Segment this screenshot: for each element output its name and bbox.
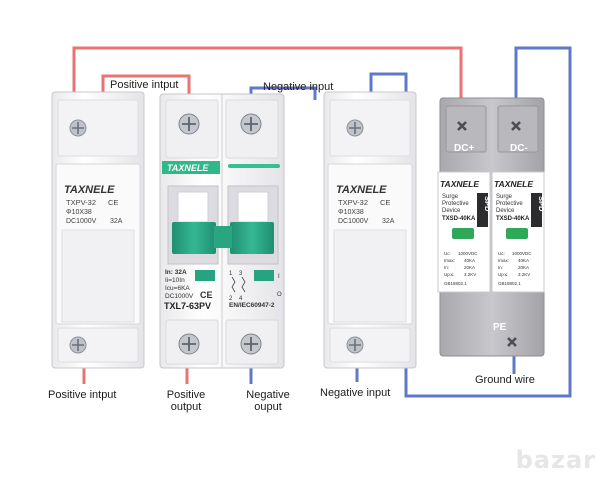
svg-text:Up:≤: Up:≤: [498, 272, 508, 277]
breaker-schematic: 1 3 2 4 I O: [229, 271, 282, 302]
surge-protective-device: DC+ DC- TAXNELE SPD Surge Protective Dev…: [437, 97, 546, 357]
svg-text:1000VDC: 1000VDC: [512, 251, 532, 256]
svg-text:40KA: 40KA: [464, 258, 475, 263]
svg-text:2: 2: [229, 296, 233, 302]
fuse-left-rating-v: DC1000V: [66, 218, 97, 225]
fuse-right-rating-v: DC1000V: [338, 218, 369, 225]
label-positive-input-top: Positive intput: [110, 79, 179, 91]
fuse-left-size: Φ10X38: [66, 209, 92, 216]
screw-icon: [349, 122, 361, 134]
label-positive-output: Positive output: [166, 389, 206, 413]
spd-pe: PE: [493, 322, 507, 333]
positive-wire-fuse-to-spd: [72, 46, 463, 100]
fuse-right-rating-a: 32A: [382, 218, 395, 225]
svg-text:TXSD-40KA: TXSD-40KA: [442, 216, 476, 222]
spd-indicator-minus: [506, 228, 528, 239]
svg-text:In:: In:: [498, 265, 503, 270]
svg-text:Imax:: Imax:: [498, 258, 509, 263]
fuse-right-size: Φ10X38: [338, 209, 364, 216]
fuse-left-rating-a: 32A: [110, 218, 123, 225]
svg-text:GB18802.1: GB18802.1: [444, 281, 467, 286]
spd-indicator-plus: [452, 228, 474, 239]
fuse-left-brand: TAXNELE: [64, 184, 115, 196]
svg-text:I: I: [278, 274, 280, 280]
svg-text:Surge: Surge: [496, 194, 513, 200]
svg-text:3.2KV: 3.2KV: [518, 272, 530, 277]
svg-text:TAXNELE: TAXNELE: [494, 179, 533, 189]
positive-wires: [72, 46, 463, 384]
screw-icon: [72, 339, 84, 351]
fuse-left-model: TXPV-32: [66, 198, 96, 207]
breaker-indicator-right: [254, 270, 274, 281]
svg-text:20KA: 20KA: [464, 265, 475, 270]
label-positive-input-bottom: Positive intput: [48, 389, 117, 401]
svg-text:Uc:: Uc:: [444, 251, 451, 256]
fuse-right-ce: CE: [380, 198, 390, 207]
negative-wire-fuse-to-spd: [369, 46, 572, 398]
spd-dc-plus: DC+: [454, 143, 474, 154]
svg-text:1000VDC: 1000VDC: [458, 251, 478, 256]
svg-text:40KA: 40KA: [518, 258, 529, 263]
svg-text:GB18802.1: GB18802.1: [498, 281, 521, 286]
label-negative-input-top: Negative input: [263, 81, 334, 93]
label-negative-output: Negative ouput: [246, 389, 290, 413]
breaker-spec-in: In: 32A: [165, 269, 187, 276]
breaker-handle-right: [230, 222, 274, 254]
label-ground-wire: Ground wire: [475, 374, 535, 386]
fuse-holder-left: TAXNELE TXPV-32 CE Φ10X38 DC1000V 32A: [51, 91, 145, 369]
svg-text:1: 1: [229, 271, 233, 277]
svg-text:TAXNELE: TAXNELE: [440, 179, 479, 189]
fuse-holder-right: TAXNELE TXPV-32 CE Φ10X38 DC1000V 32A: [323, 91, 417, 369]
svg-text:O: O: [277, 292, 282, 298]
screw-icon: [182, 337, 196, 351]
breaker-ce: CE: [200, 290, 213, 300]
svg-text:Up:≤: Up:≤: [444, 272, 454, 277]
screw-icon: [511, 121, 521, 131]
screw-icon: [244, 337, 258, 351]
svg-text:Uc:: Uc:: [498, 251, 505, 256]
svg-text:3.2KV: 3.2KV: [464, 272, 476, 277]
screw-icon: [72, 122, 84, 134]
fuse-right-model: TXPV-32: [338, 198, 368, 207]
screw-icon: [349, 339, 361, 351]
breaker-standard: EN/IEC60947-2: [229, 302, 275, 309]
breaker-spec-ii: Ii=10In: [165, 277, 185, 284]
svg-text:TXSD-40KA: TXSD-40KA: [496, 216, 530, 222]
svg-text:In:: In:: [444, 265, 449, 270]
breaker-spec-icu: Icu=6KA: [165, 285, 190, 292]
svg-text:4: 4: [239, 296, 243, 302]
breaker-handle-left: [172, 222, 216, 254]
screw-icon: [507, 337, 517, 347]
breaker-model: TXL7-63PV: [164, 301, 211, 311]
fuse-left-ce: CE: [108, 198, 118, 207]
fuse-right-brand: TAXNELE: [336, 184, 387, 196]
svg-text:Device: Device: [496, 208, 515, 214]
svg-text:Protective: Protective: [442, 201, 469, 207]
circuit-breaker: TAXNELE In: 32A Ii=10In Icu=6KA DC1000V …: [159, 93, 285, 369]
svg-text:SPD: SPD: [537, 196, 546, 212]
svg-text:Device: Device: [442, 208, 461, 214]
screw-icon: [457, 121, 467, 131]
svg-text:Surge: Surge: [442, 194, 459, 200]
label-negative-input-bottom: Negative input: [320, 387, 391, 399]
screw-icon: [182, 117, 196, 131]
svg-text:Imax:: Imax:: [444, 258, 455, 263]
breaker-indicator-left: [195, 270, 215, 281]
svg-text:20KA: 20KA: [518, 265, 529, 270]
svg-text:3: 3: [239, 271, 243, 277]
positive-wire-input-top: [101, 74, 191, 100]
watermark-logo: bazar: [515, 446, 596, 474]
svg-text:SPD: SPD: [483, 196, 492, 212]
svg-text:Protective: Protective: [496, 201, 523, 207]
breaker-brand: TAXNELE: [167, 163, 209, 173]
breaker-spec-voltage: DC1000V: [165, 293, 194, 300]
screw-icon: [244, 117, 258, 131]
spd-dc-minus: DC-: [510, 143, 528, 154]
